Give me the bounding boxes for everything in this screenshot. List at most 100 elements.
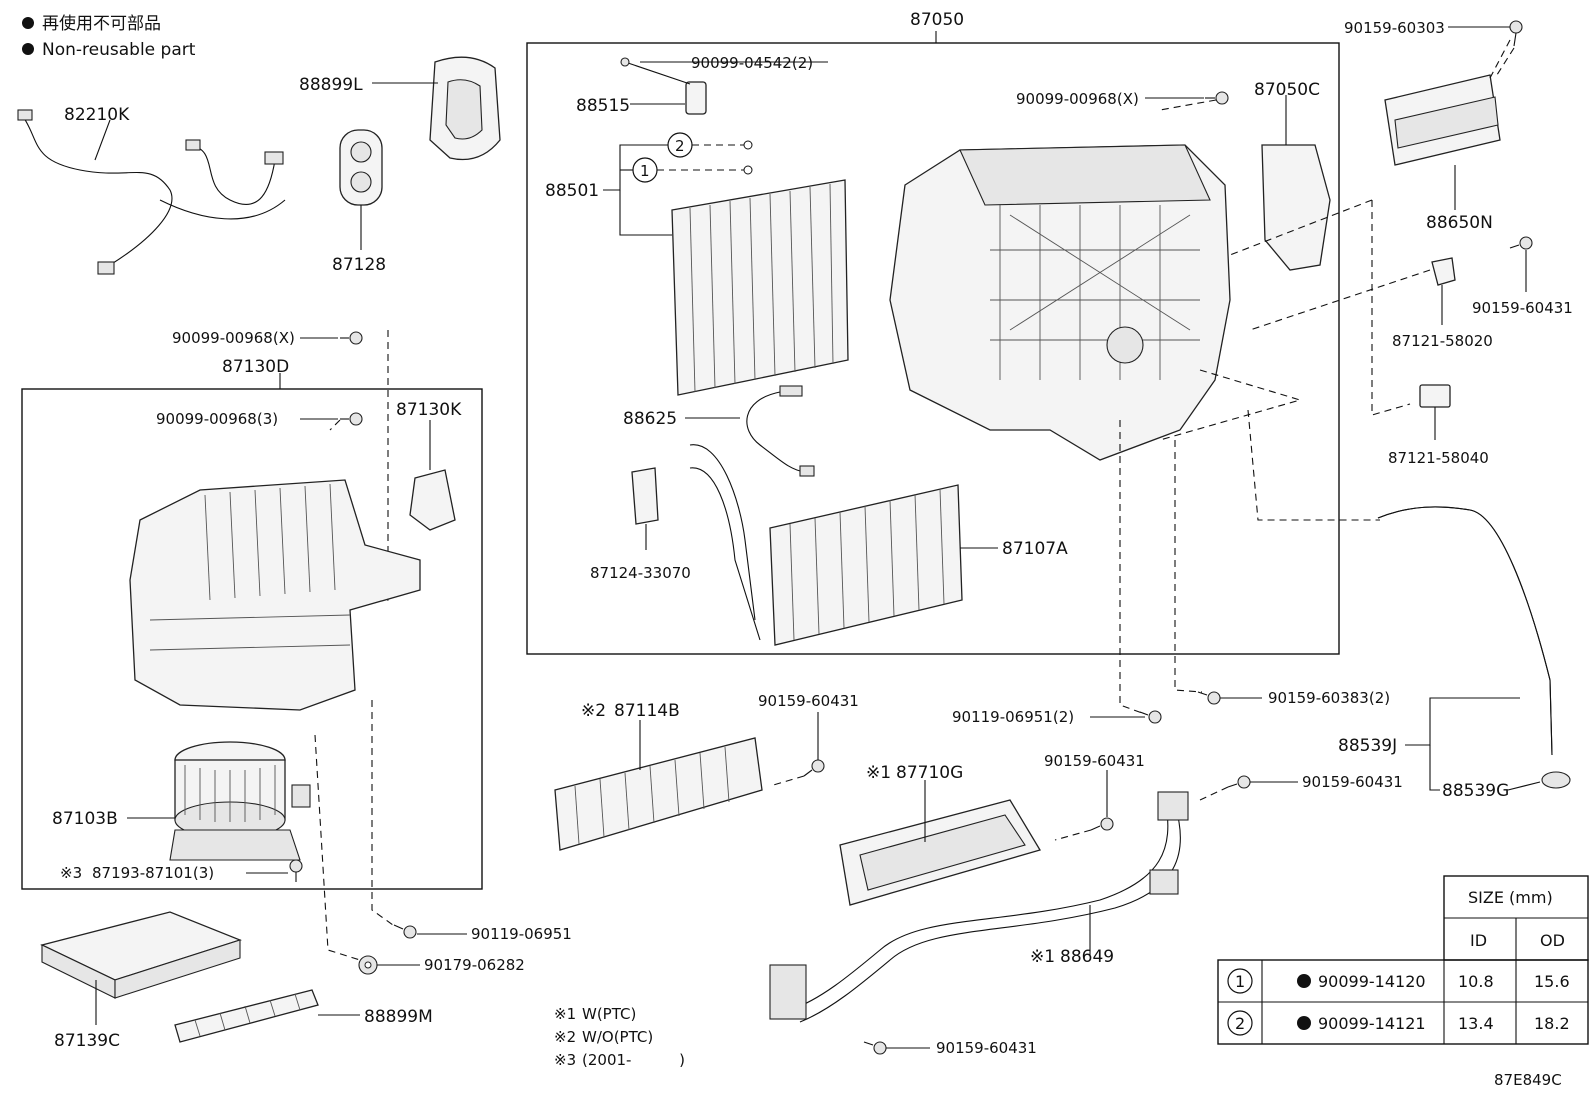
connector-87121-58020	[1431, 257, 1456, 286]
label-90159-60431-a: 90159-60431	[758, 692, 859, 710]
table-row-part: 90099-14120	[1318, 972, 1426, 991]
non-reusable-bullet-icon	[1297, 1016, 1311, 1030]
diagram-code: 87E849C	[1494, 1071, 1562, 1089]
bolt-icon	[1227, 775, 1251, 789]
non-reusable-bullet-icon	[1297, 974, 1311, 988]
grommet-88899L	[429, 56, 501, 161]
label-88539G: 88539G	[1442, 781, 1509, 801]
note-3-text: (2001- )	[582, 1051, 685, 1069]
bolt-icon	[289, 859, 303, 882]
label-88899L: 88899L	[299, 75, 363, 95]
actuator-87050C	[1261, 144, 1331, 271]
label-mark-88649: ※1	[1030, 947, 1055, 967]
filter-cover-88899M	[174, 989, 319, 1043]
note-3-mark: ※3	[554, 1051, 576, 1069]
label-87121-58020: 87121-58020	[1392, 332, 1493, 350]
hvac-unit-87050	[889, 144, 1231, 461]
footnotes: ※1 W(PTC) ※2 W/O(PTC) ※3 (2001- )	[554, 1005, 685, 1069]
size-table-title: SIZE (mm)	[1468, 888, 1553, 907]
table-row-no: 1	[1235, 972, 1245, 991]
label-88625: 88625	[623, 409, 677, 429]
drain-hose-88539J	[1377, 506, 1553, 756]
air-filter-87139C	[40, 911, 242, 999]
label-88539J: 88539J	[1338, 736, 1397, 756]
label-90099-04542: 90099-04542(2)	[691, 54, 813, 72]
note-2-text: W/O(PTC)	[582, 1028, 653, 1046]
label-90179-06282: 90179-06282	[424, 956, 525, 974]
non-reusable-bullet-icon	[22, 43, 34, 55]
dashed-leaders	[234, 47, 1515, 961]
size-table-col-id: ID	[1470, 931, 1487, 950]
label-mark-87193: ※3	[60, 864, 82, 882]
label-87124-33070: 87124-33070	[590, 564, 691, 582]
table-row: 1 90099-14120 10.8 15.6	[1227, 968, 1570, 994]
table-row-od: 15.6	[1534, 972, 1570, 991]
label-87114B: 87114B	[614, 701, 680, 721]
note-1-mark: ※1	[554, 1005, 576, 1023]
table-row: 2 90099-14121 13.4 18.2	[1227, 1010, 1570, 1036]
wire-harness-82210K	[17, 109, 286, 275]
legend-jp: 再使用不可部品	[42, 13, 161, 34]
label-82210K: 82210K	[64, 105, 130, 125]
label-87050C: 87050C	[1254, 80, 1320, 100]
bolt-icon	[1090, 817, 1114, 831]
ptc-heater-87710G	[839, 799, 1041, 906]
label-87050: 87050	[910, 10, 964, 30]
label-87710G: 87710G	[896, 763, 963, 783]
label-87107A: 87107A	[1002, 539, 1068, 559]
label-90159-60303: 90159-60303	[1344, 19, 1445, 37]
label-87121-58040: 87121-58040	[1388, 449, 1489, 467]
bolt-icon	[340, 331, 363, 345]
bolt-icon	[1509, 20, 1523, 47]
label-88649: 88649	[1060, 947, 1114, 967]
washer-90179-06282	[358, 955, 378, 975]
label-87139C: 87139C	[54, 1031, 120, 1051]
expansion-valve-88515	[620, 57, 707, 115]
heater-core-87107A	[689, 444, 963, 646]
part-labels: 87050 90159-60303 88899L 82210K 87128 90…	[52, 10, 1573, 1057]
note-2-mark: ※2	[554, 1028, 576, 1046]
assembly-frame-87050	[526, 42, 1340, 655]
label-88899M: 88899M	[364, 1007, 433, 1027]
label-90099-00968x-top: 90099-00968(X)	[1016, 90, 1139, 108]
label-90159-60431-c: 90159-60431	[1302, 773, 1403, 791]
label-90119-06951-2: 90119-06951(2)	[952, 708, 1074, 726]
assembly-frame-87130D	[21, 388, 483, 890]
label-87130K: 87130K	[396, 400, 462, 420]
label-88501: 88501	[545, 181, 599, 201]
label-90159-60431-right: 90159-60431	[1472, 299, 1573, 317]
bolt-icon	[803, 759, 825, 777]
bolt-icon	[393, 924, 417, 939]
label-87128: 87128	[332, 255, 386, 275]
table-row-id: 13.4	[1458, 1014, 1494, 1033]
bolt-icon	[1139, 710, 1162, 724]
label-90099-00968x-left: 90099-00968(X)	[172, 329, 295, 347]
label-87103B: 87103B	[52, 809, 118, 829]
clamp-87124-33070	[631, 467, 659, 525]
label-90159-60383-2: 90159-60383(2)	[1268, 689, 1390, 707]
legend: 再使用不可部品 Non-reusable part	[22, 13, 196, 60]
blower-motor-87103B	[169, 741, 311, 861]
o-ring-callouts: 2 1	[632, 132, 753, 183]
label-mark-87710G: ※1	[866, 763, 891, 783]
solid-leaders	[94, 26, 1541, 1049]
bolt-icon	[1197, 691, 1221, 705]
bolt-icon	[340, 412, 363, 426]
bolt-icon	[1205, 91, 1229, 105]
size-table-col-od: OD	[1540, 931, 1565, 950]
amplifier-88650N	[1384, 39, 1511, 166]
label-mark-87114B: ※2	[581, 701, 606, 721]
filter-87114B	[554, 737, 763, 851]
label-87193-87101-3: 87193-87101(3)	[92, 864, 214, 882]
ptc-wire-88649	[769, 791, 1189, 1023]
connector-87121-58040	[1419, 384, 1451, 408]
label-88650N: 88650N	[1426, 213, 1493, 233]
non-reusable-bullet-icon	[22, 17, 34, 29]
label-87130D: 87130D	[222, 357, 289, 377]
table-row-od: 18.2	[1534, 1014, 1570, 1033]
evaporator-88501	[671, 179, 849, 396]
size-table: SIZE (mm) ID OD 1 90099-14120 10.8 15.6 …	[1217, 875, 1589, 1045]
label-90159-60431-b: 90159-60431	[1044, 752, 1145, 770]
seal-87128	[339, 129, 383, 206]
